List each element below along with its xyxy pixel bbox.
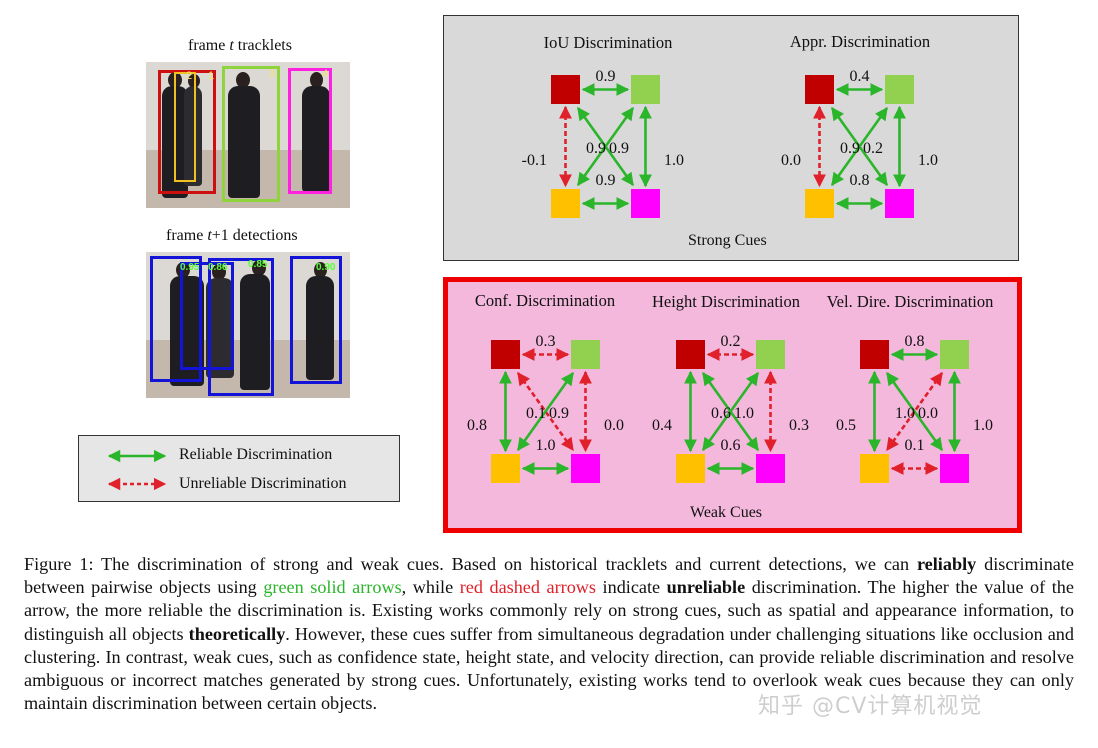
tracklet-id: 4 <box>322 68 329 80</box>
tracklet-box-4 <box>288 68 332 194</box>
weak-cues-title: Weak Cues <box>690 504 763 521</box>
watermark: 知乎 @CV计算机视觉 <box>758 694 983 719</box>
detection-box-2 <box>180 262 234 370</box>
tracklet-id: 2 <box>186 70 193 82</box>
strong-cues-title: Strong Cues <box>688 232 767 249</box>
tracklet-box-1 <box>158 70 216 194</box>
frame-t1-image: 0.95 0.86 0.85 0.90 <box>146 252 350 398</box>
legend-reliable-label: Reliable Discrimination <box>179 446 333 463</box>
tracklet-id: 3 <box>268 68 275 80</box>
frame-t-label: frame t tracklets <box>188 37 292 54</box>
figure-caption: Figure 1: The discrimination of strong a… <box>24 554 1074 714</box>
detection-box-4 <box>290 256 342 384</box>
detection-score: 0.85 <box>248 259 268 270</box>
detection-box-1 <box>150 256 202 382</box>
strong-cues-panel: Strong Cues <box>443 15 1019 261</box>
frame-t1-label: frame t+1 detections <box>166 227 298 244</box>
legend-unreliable-label: Unreliable Discrimination <box>179 475 347 492</box>
tracklet-box-3 <box>222 66 280 202</box>
frame-t-image: 2 1 3 4 <box>146 62 350 208</box>
detection-box-3 <box>208 258 274 396</box>
weak-cues-panel: Weak Cues <box>443 277 1022 533</box>
tracklet-box-2 <box>174 72 196 182</box>
detection-score: 0.90 <box>316 262 336 273</box>
detection-score: 0.86 <box>208 262 228 273</box>
tracklet-id: 1 <box>208 70 215 82</box>
detection-score: 0.95 <box>180 262 200 273</box>
legend: Reliable Discrimination Unreliable Discr… <box>78 435 400 502</box>
legend-arrows <box>107 449 167 491</box>
